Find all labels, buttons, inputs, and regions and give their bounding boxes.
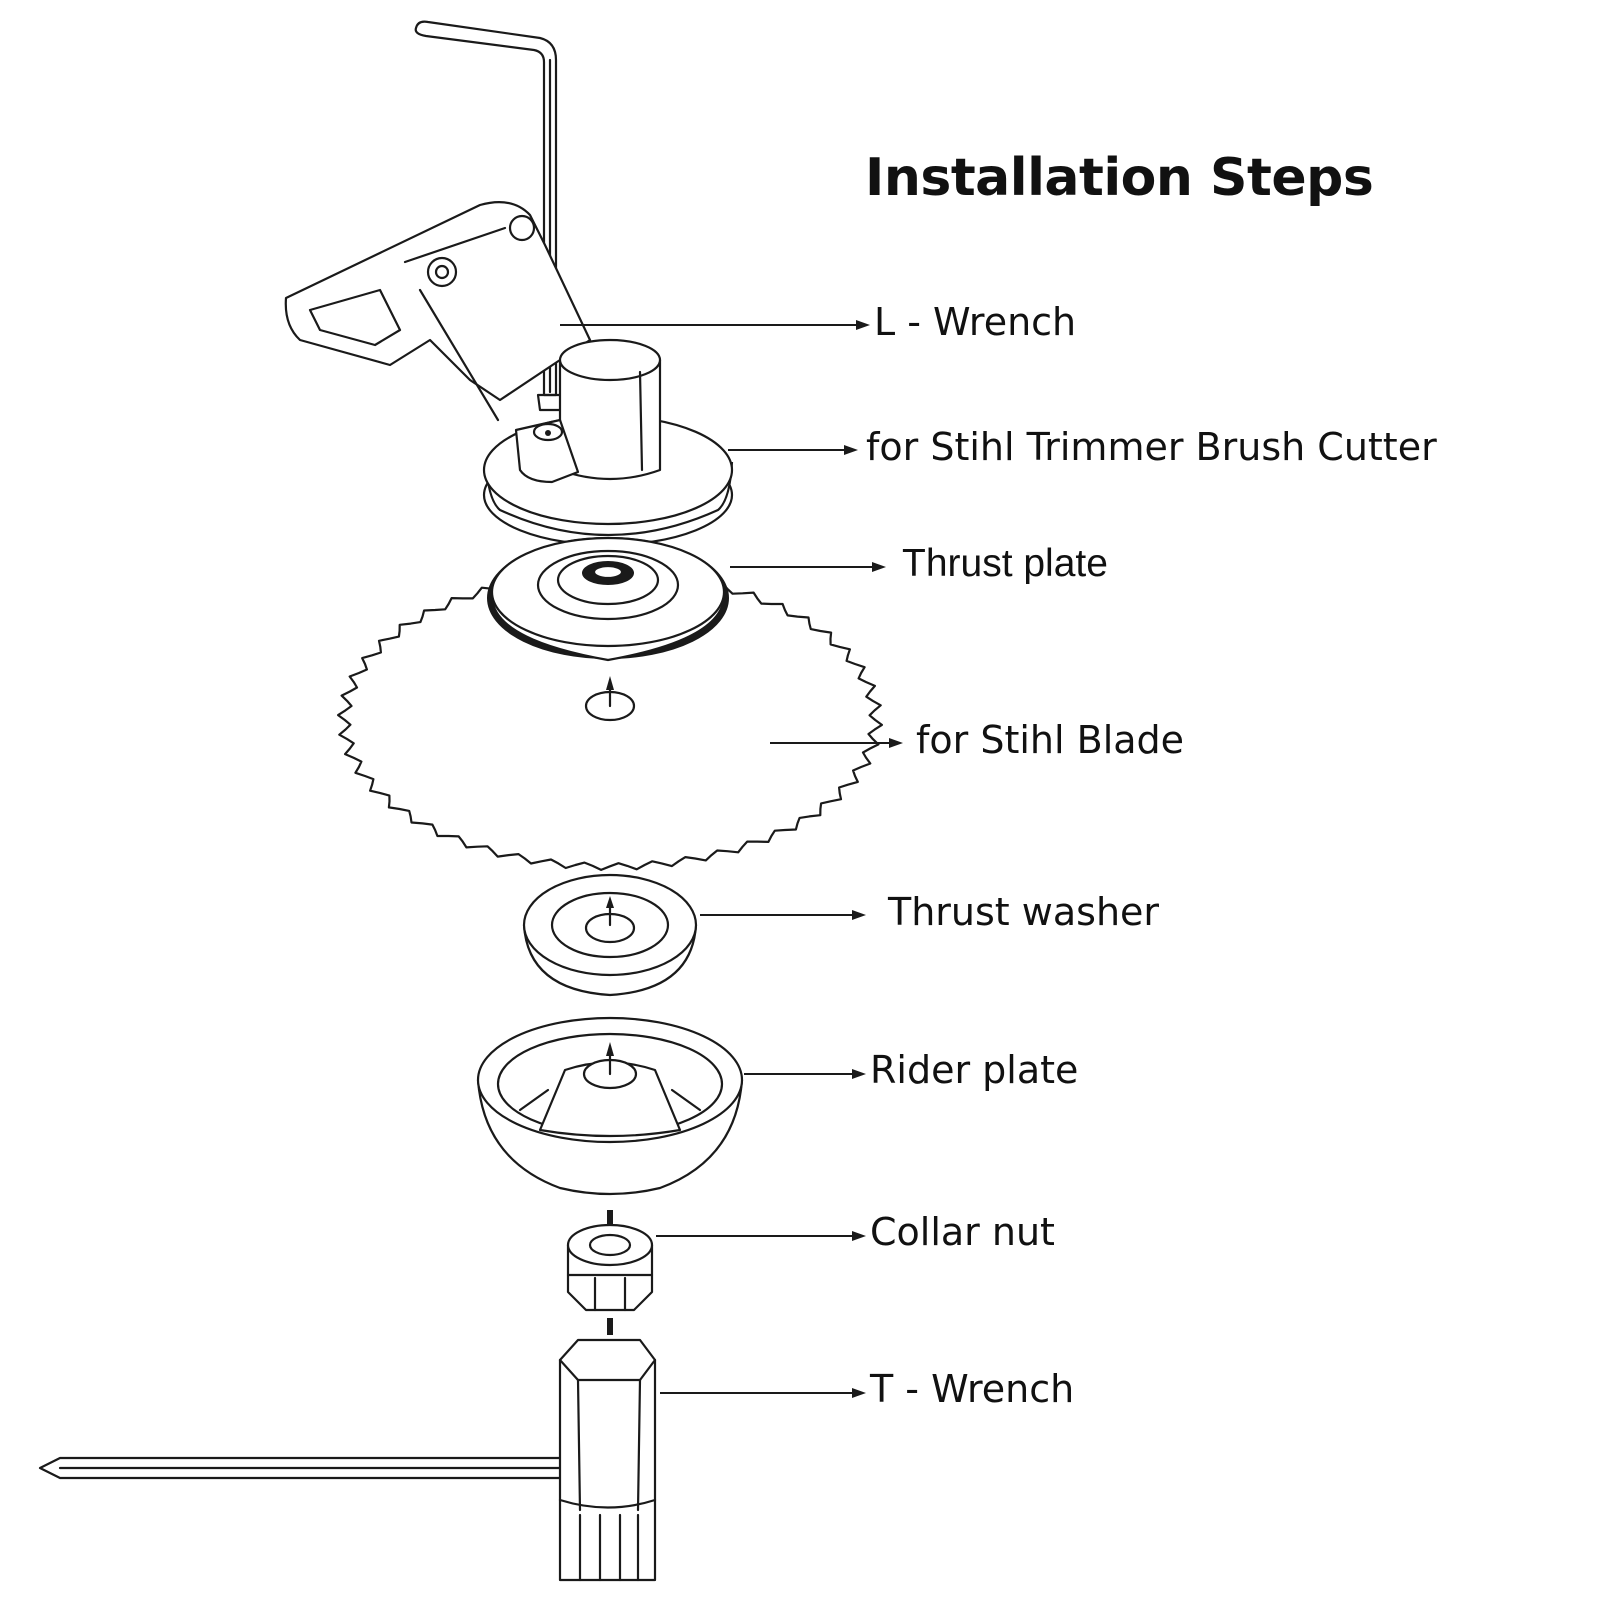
t-wrench-part: [38, 1318, 657, 1582]
saw-blade: [337, 569, 883, 871]
label-blade: for Stihl Blade: [916, 718, 1185, 762]
thrust-washer-part: [522, 873, 698, 997]
label-brush-cutter: for Stihl Trimmer Brush Cutter: [866, 425, 1437, 469]
collar-nut-part: [566, 1210, 654, 1312]
label-t-wrench: T - Wrench: [870, 1367, 1075, 1411]
thrust-plate-part: [487, 536, 729, 662]
leader-lines: [560, 320, 903, 1398]
trimmer-arm: [284, 201, 592, 422]
label-thrust-washer: Thrust washer: [888, 890, 1160, 934]
label-l-wrench: L - Wrench: [874, 300, 1077, 344]
label-rider-plate: Rider plate: [870, 1048, 1079, 1092]
brush-cutter-head: [482, 338, 734, 547]
rider-plate-part: [476, 1016, 744, 1196]
label-thrust-plate: Thrust plate: [902, 542, 1108, 585]
label-collar-nut: Collar nut: [870, 1210, 1055, 1254]
page-title: Installation Steps: [865, 148, 1374, 208]
